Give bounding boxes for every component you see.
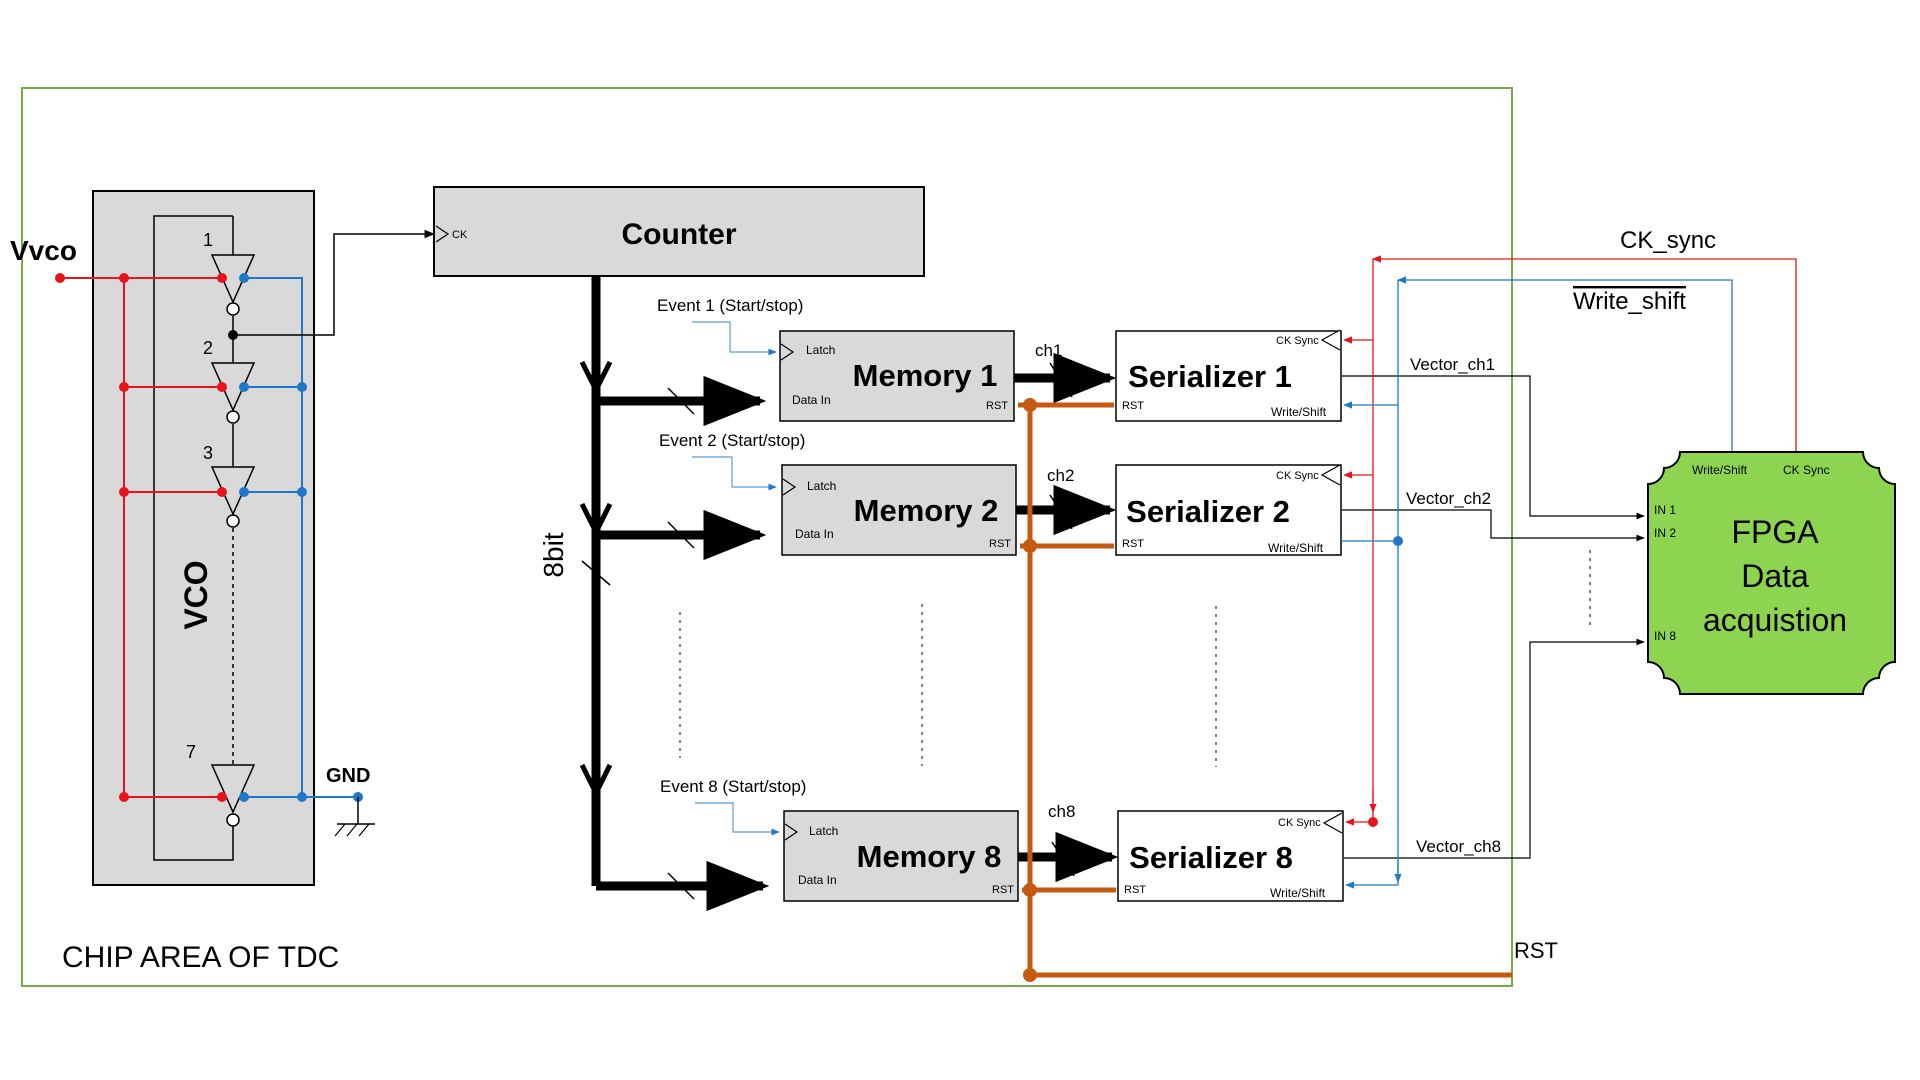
inverter-stage-1: 1 xyxy=(203,230,256,316)
omitted-channels-marks xyxy=(679,550,1591,767)
memory-2-rst-pin: RST xyxy=(989,538,1011,550)
chip-area-border xyxy=(21,87,1513,987)
counter-bus xyxy=(579,276,770,912)
serializer-2-rst-pin: RST xyxy=(1122,538,1144,550)
vvco-label: Vvco xyxy=(10,235,77,266)
serializer-8-writeshift-pin: Write/Shift xyxy=(1270,886,1326,900)
stage-label-7: 7 xyxy=(186,742,196,762)
bus-width-label: 8bit xyxy=(538,532,569,577)
inverter-stage-2: 2 xyxy=(203,338,256,424)
serializer-2-writeshift-pin: Write/Shift xyxy=(1268,541,1324,555)
memory-8-title: Memory 8 xyxy=(857,839,1002,874)
fpga-pin-write-shift: Write/Shift xyxy=(1692,463,1748,477)
rst-bus xyxy=(1018,402,1512,978)
memory-2-latch-pin: Latch xyxy=(807,479,836,493)
memory-8-latch-pin: Latch xyxy=(809,824,838,838)
serializer-2-block xyxy=(1115,464,1342,556)
fpga-title-line-1: FPGA xyxy=(1731,514,1819,550)
event-8-label: Event 8 (Start/stop) xyxy=(660,777,806,796)
serializer-1-block xyxy=(1115,330,1342,422)
ground-symbol xyxy=(334,792,375,837)
memory-1-latch-pin: Latch xyxy=(806,343,835,357)
fpga-title-line-3: acquistion xyxy=(1703,602,1847,638)
rst-junctions xyxy=(1023,398,1037,982)
vco-block: VCO 1 2 3 xyxy=(60,190,358,886)
counter-ck-pin: CK xyxy=(452,229,468,241)
serializer-8-rst-pin: RST xyxy=(1124,884,1146,896)
memory-8-block xyxy=(783,810,1019,902)
serializer-2-cksync-pin: CK Sync xyxy=(1276,470,1319,482)
vector-ch2-label: Vector_ch2 xyxy=(1406,489,1491,508)
ch2-label: ch2 xyxy=(1047,466,1074,485)
memory-1-datain-pin: Data In xyxy=(792,393,831,407)
memory-8-datain-pin: Data In xyxy=(798,873,837,887)
counter-title: Counter xyxy=(622,218,737,251)
serializer-8-cksync-pin: CK Sync xyxy=(1278,817,1321,829)
event-1-label: Event 1 (Start/stop) xyxy=(657,296,803,315)
serializer-1-title: Serializer 1 xyxy=(1128,359,1292,394)
memory-8-rst-pin: RST xyxy=(992,884,1014,896)
memory-1-block xyxy=(779,330,1015,422)
serializer-1-writeshift-pin: Write/Shift xyxy=(1271,405,1327,419)
memory-1-title: Memory 1 xyxy=(853,358,998,393)
memory-1-rst-pin: RST xyxy=(986,400,1008,412)
stage-label-1: 1 xyxy=(203,230,213,250)
memory-2-block xyxy=(781,464,1017,556)
fpga-title-line-2: Data xyxy=(1741,558,1809,594)
fpga-input-2: IN 2 xyxy=(1654,526,1676,540)
channel-8: Event 8 (Start/stop) Latch Data In RST M… xyxy=(660,638,1645,902)
ck-sync-label: CK_sync xyxy=(1620,227,1716,254)
serializer-1-cksync-pin: CK Sync xyxy=(1276,335,1319,347)
serializer-1-rst-pin: RST xyxy=(1122,400,1144,412)
ch1-label: ch1 xyxy=(1035,341,1062,360)
fpga-input-1: IN 1 xyxy=(1654,503,1676,517)
counter-block: CK Counter xyxy=(433,186,925,277)
write-shift-label: Write_shift xyxy=(1573,288,1686,315)
channel-2: Event 2 (Start/stop) Latch Data In RST M… xyxy=(659,431,1645,556)
write-shift-junction xyxy=(1393,536,1403,546)
vvco-terminal xyxy=(55,273,65,283)
fpga-input-8: IN 8 xyxy=(1654,629,1676,643)
write-shift-net xyxy=(1342,276,1733,889)
vector-ch1-label: Vector_ch1 xyxy=(1410,355,1495,374)
event-2-label: Event 2 (Start/stop) xyxy=(659,431,805,450)
rst-signal-label: RST xyxy=(1514,938,1558,963)
serializer-8-block xyxy=(1117,810,1344,902)
chip-area-label: CHIP AREA OF TDC xyxy=(62,941,339,974)
serializer-2-title: Serializer 2 xyxy=(1126,494,1290,529)
memory-2-datain-pin: Data In xyxy=(795,527,834,541)
stage-label-3: 3 xyxy=(203,443,213,463)
stage-label-2: 2 xyxy=(203,338,213,358)
inverter-stage-7: 7 xyxy=(186,742,256,827)
vector-ch8-label: Vector_ch8 xyxy=(1416,837,1501,856)
fpga-block: Write/Shift CK Sync IN 1 IN 2 IN 8 FPGA … xyxy=(1647,451,1896,695)
inverter-stage-3: 3 xyxy=(203,443,256,528)
serializer-8-title: Serializer 8 xyxy=(1129,840,1293,875)
fpga-pin-ck-sync: CK Sync xyxy=(1783,463,1830,477)
gnd-label: GND xyxy=(326,765,370,787)
vco-title: VCO xyxy=(178,560,214,629)
vco-to-counter-wire xyxy=(233,229,436,336)
ck-sync-junction xyxy=(1368,817,1378,827)
memory-2-title: Memory 2 xyxy=(854,493,999,528)
ch8-label: ch8 xyxy=(1048,802,1075,821)
channel-1: Event 1 (Start/stop) Latch Data In RST M… xyxy=(657,296,1645,520)
